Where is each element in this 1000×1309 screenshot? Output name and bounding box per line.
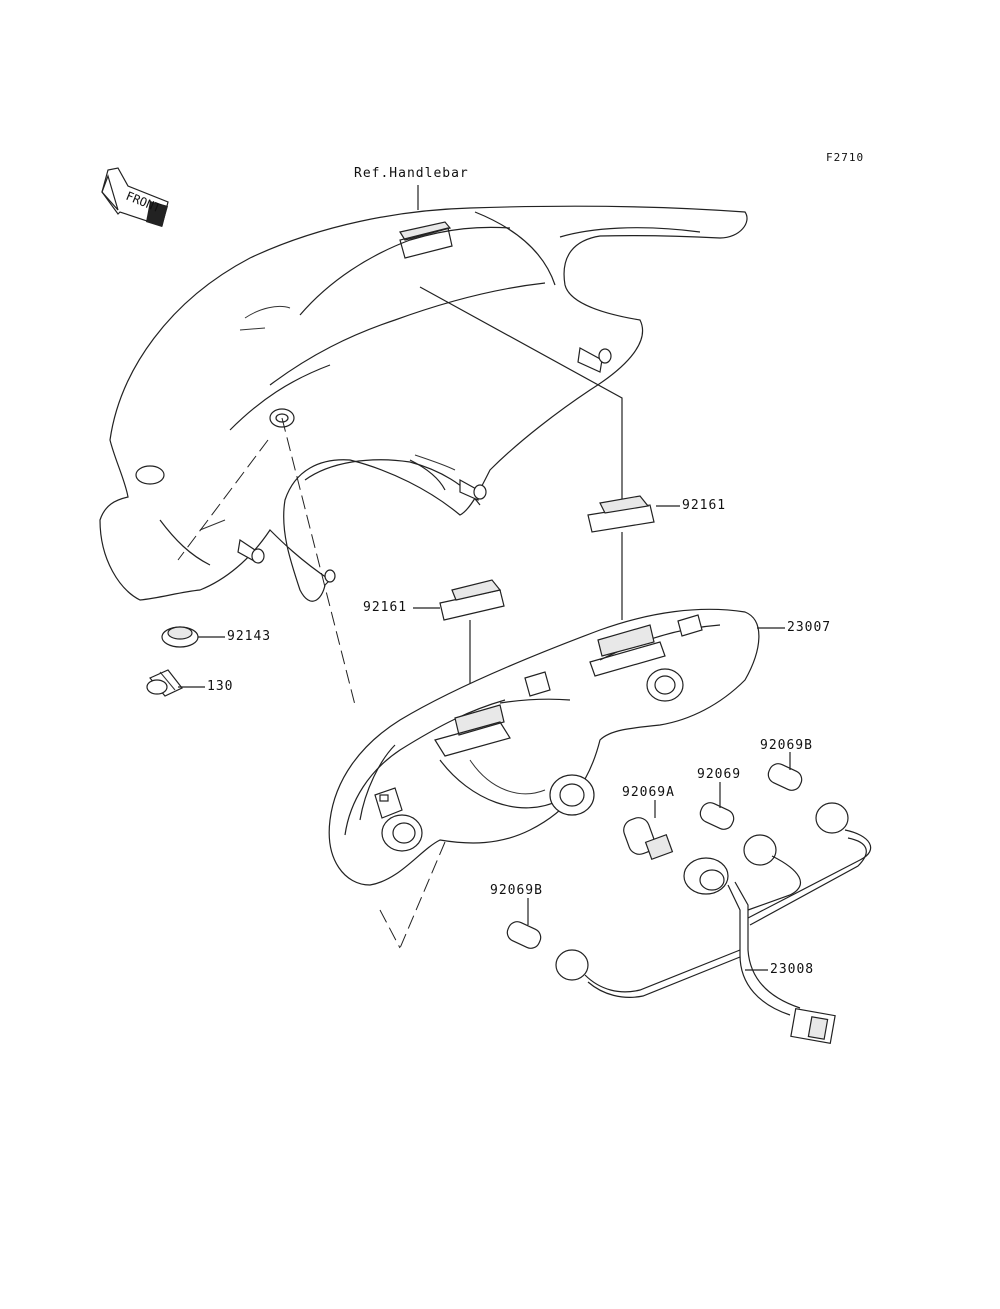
label-92161-upper: 92161 — [682, 498, 727, 513]
figure-id: F2710 — [826, 151, 865, 164]
label-92069B-lower: 92069B — [490, 883, 543, 898]
bolt-130 — [146, 669, 205, 697]
label-92069: 92069 — [697, 767, 742, 782]
label-92069A: 92069A — [622, 785, 675, 800]
label-23007: 23007 — [787, 620, 832, 635]
bulb-92069A — [623, 817, 674, 860]
meter-housing-23007 — [328, 608, 760, 886]
bulb-92069B-upper — [767, 763, 803, 791]
label-130: 130 — [207, 679, 234, 694]
front-arrow-icon: FRONT — [101, 167, 169, 227]
label-92143: 92143 — [227, 629, 272, 644]
harness-23008 — [555, 802, 872, 1044]
label-92161-lower: 92161 — [363, 600, 408, 615]
clip-92143 — [161, 626, 225, 648]
label-23008: 23008 — [770, 962, 815, 977]
rubber-92161-upper — [587, 495, 655, 620]
label-92069B-upper: 92069B — [760, 738, 813, 753]
bulb-92069 — [699, 802, 735, 830]
label-ref-handlebar: Ref.Handlebar — [354, 166, 469, 181]
bulb-92069B-lower — [506, 921, 542, 949]
upper-cowl — [99, 205, 748, 602]
